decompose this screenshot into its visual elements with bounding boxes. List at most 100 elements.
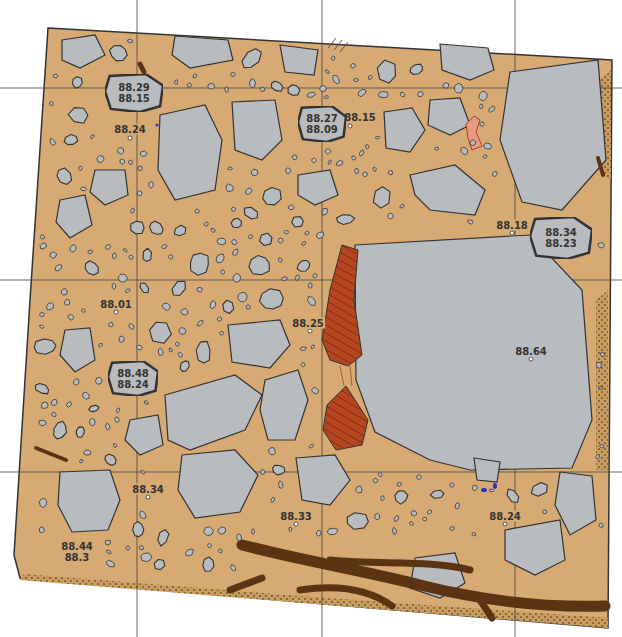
pebble — [140, 151, 147, 156]
pebble — [237, 534, 242, 541]
burnt-feature — [322, 245, 362, 366]
pebble — [110, 46, 128, 61]
pebble — [400, 204, 405, 208]
pebble — [178, 352, 182, 357]
pebble — [217, 238, 226, 245]
pebble — [260, 289, 284, 309]
pebble — [324, 96, 329, 99]
pebble — [297, 260, 310, 271]
hatch-marks — [328, 38, 348, 52]
pebble — [596, 455, 600, 459]
pebble — [197, 287, 202, 292]
pebble — [244, 207, 257, 219]
pebble — [354, 79, 359, 82]
pebble — [373, 187, 390, 208]
pebble — [271, 497, 275, 502]
pebble — [320, 86, 327, 92]
pebble — [278, 238, 283, 243]
pebble — [375, 137, 380, 139]
pebble — [461, 147, 468, 154]
pebble — [430, 490, 444, 498]
pebble — [596, 362, 601, 368]
pebble — [97, 156, 104, 163]
pebble — [307, 92, 315, 97]
pebble — [395, 491, 408, 504]
pebble — [358, 89, 366, 97]
pebble — [317, 530, 322, 536]
pebble — [180, 361, 189, 372]
pebble — [137, 191, 142, 196]
pebble — [368, 76, 372, 80]
pebble — [336, 160, 343, 166]
pebble — [52, 412, 56, 416]
pebble — [57, 168, 72, 185]
pebble — [118, 148, 124, 155]
pebble — [80, 459, 83, 463]
pebble — [479, 92, 488, 101]
pebble — [483, 155, 487, 158]
pebble — [64, 299, 70, 305]
elevation-label: 88.18 — [495, 220, 529, 231]
pebble — [289, 527, 292, 531]
elevation-label: 88.44 — [60, 541, 94, 552]
pebble — [51, 399, 57, 405]
pebble — [328, 160, 331, 164]
pebble — [129, 255, 133, 259]
pebble — [68, 108, 88, 124]
pebble — [181, 308, 188, 315]
stone: 88.3488.23 — [530, 217, 592, 259]
pebble — [39, 498, 47, 507]
pebble — [377, 60, 395, 83]
pebble — [193, 74, 197, 78]
finds — [156, 124, 498, 493]
pebble — [128, 160, 132, 164]
pebble — [422, 517, 427, 521]
pebble — [89, 405, 99, 412]
pebble — [143, 248, 152, 261]
elevation-label: 88.23 — [530, 238, 592, 249]
pebble — [292, 155, 297, 160]
pebble — [599, 387, 603, 390]
pebble — [129, 324, 134, 330]
pebble — [232, 239, 238, 244]
pebble — [197, 321, 203, 326]
pebble — [191, 253, 209, 275]
pebble — [288, 205, 294, 210]
pebble — [388, 213, 393, 219]
elevation-label: 88.64 — [514, 346, 548, 357]
pebble — [225, 87, 228, 93]
pebble — [410, 64, 423, 74]
pebble — [302, 241, 306, 245]
pebble — [196, 341, 210, 363]
pebble — [246, 188, 253, 195]
pebble — [472, 533, 476, 536]
stone: 88.2788.09 — [298, 106, 346, 142]
pebble — [39, 420, 46, 426]
pebble — [480, 104, 483, 109]
pebble — [53, 74, 58, 78]
pebble — [336, 215, 354, 225]
pebble — [195, 209, 199, 213]
pebble — [39, 527, 44, 533]
pebble — [203, 557, 214, 571]
pebble — [162, 303, 170, 310]
pebble — [489, 106, 495, 112]
pebble — [381, 496, 384, 501]
pebble — [418, 91, 424, 96]
pebble — [260, 233, 273, 245]
pebble — [251, 169, 258, 175]
pebble — [138, 166, 143, 170]
pebble — [410, 522, 414, 526]
pebble — [252, 529, 255, 535]
pebble — [106, 560, 114, 566]
pebble — [54, 421, 67, 439]
elevation-label: 88.29 — [105, 82, 163, 93]
pebble — [208, 83, 215, 89]
pebble — [242, 49, 261, 68]
pebble — [187, 83, 191, 87]
pebble — [292, 217, 304, 227]
pebble — [106, 245, 111, 250]
pebble — [88, 250, 93, 254]
pebble — [489, 489, 494, 492]
pebble — [375, 513, 380, 520]
